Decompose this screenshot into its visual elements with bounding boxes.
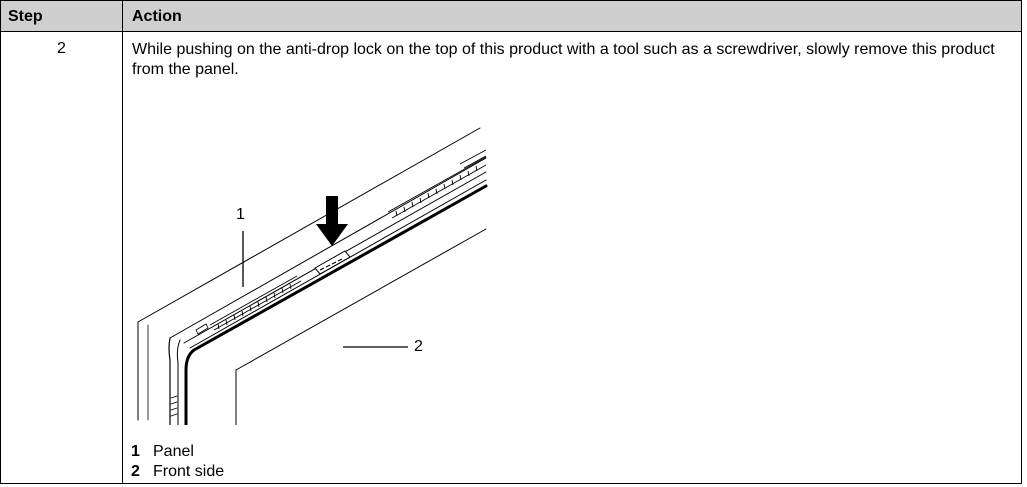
bezel-mid <box>176 339 181 425</box>
column-divider <box>122 1 123 484</box>
top-vent-slits-far <box>459 149 487 169</box>
bezel-front-outer <box>192 184 488 352</box>
top-vent-slits-right <box>387 156 487 219</box>
panel-outline <box>137 127 481 323</box>
corner-icon <box>195 323 209 335</box>
legend-label: Panel <box>153 443 194 460</box>
side-vent <box>170 395 178 417</box>
header-step: Step <box>8 8 43 25</box>
anti-drop-lock <box>314 250 351 275</box>
step-number: 2 <box>57 40 66 57</box>
legend-label: Front side <box>153 463 225 480</box>
screen-top-edge <box>235 228 487 371</box>
bezel-front-corner <box>184 348 196 425</box>
action-instruction: While pushing on the anti-drop lock on t… <box>132 41 995 78</box>
legend-number: 1 <box>131 443 140 460</box>
table-right-border <box>1021 1 1022 484</box>
callout-1-label: 1 <box>236 206 245 223</box>
product-top-edge <box>169 157 487 339</box>
top-vent-slits-left <box>209 275 302 331</box>
product-removal-illustration <box>137 127 488 425</box>
legend-item: 2 Front side <box>131 463 224 481</box>
legend-item: 1 Panel <box>131 443 194 461</box>
header-action: Action <box>132 8 182 25</box>
table-bottom-border <box>1 483 1022 484</box>
callout-2-label: 2 <box>414 338 423 355</box>
table-header <box>1 1 1022 32</box>
bezel-outer <box>168 337 171 425</box>
down-arrow-icon <box>316 196 348 246</box>
legend-number: 2 <box>131 463 140 480</box>
